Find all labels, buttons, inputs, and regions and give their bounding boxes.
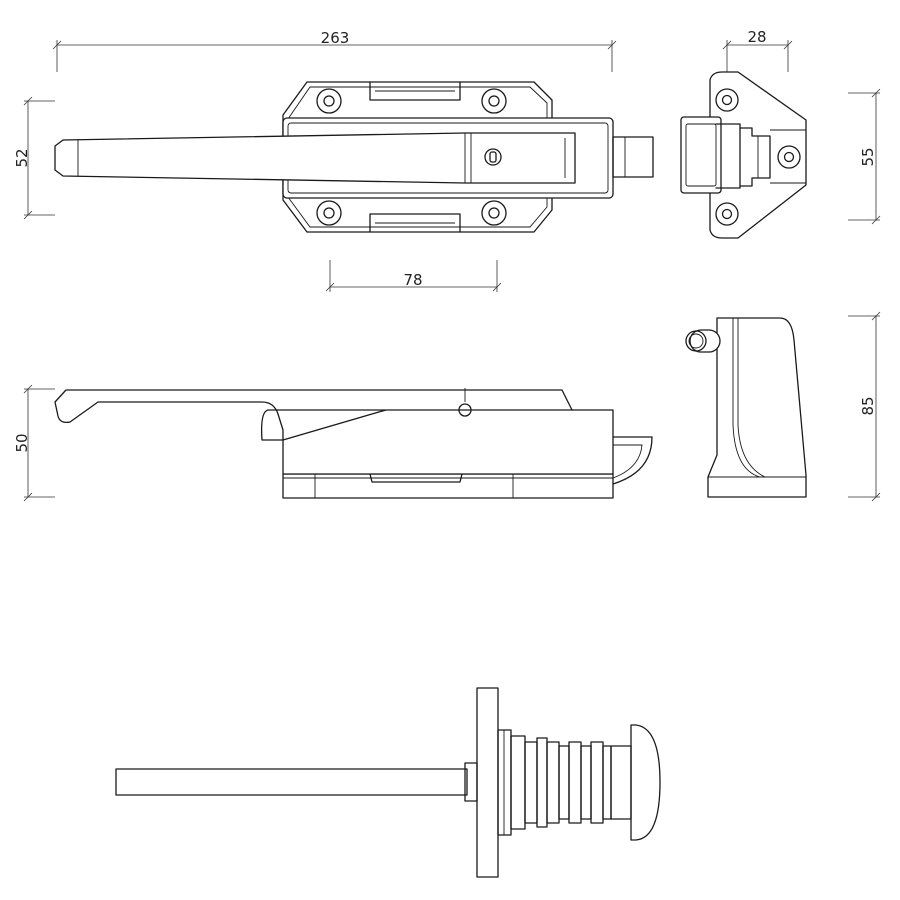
dimension-overall-length: 263 — [52, 29, 617, 72]
dim-label-hole-spacing: 78 — [403, 271, 422, 289]
dimension-handle-height-top: 52 — [13, 96, 55, 220]
dim-label-handle-height-top: 52 — [13, 148, 31, 167]
dimension-strike-width: 28 — [722, 28, 793, 72]
dim-label-strike-height-side: 85 — [859, 396, 877, 415]
strike-side-view — [685, 317, 807, 498]
dimension-strike-height-top: 55 — [848, 88, 881, 225]
dim-label-strike-height-top: 55 — [859, 147, 877, 166]
dim-label-strike-width: 28 — [747, 28, 766, 46]
latch-top-view — [54, 81, 654, 233]
strike-top-view — [680, 71, 807, 239]
dimension-handle-height-side: 50 — [13, 384, 55, 502]
dimension-strike-height-side: 85 — [848, 311, 881, 502]
dim-label-handle-height-side: 50 — [13, 433, 31, 452]
dimension-hole-spacing: 78 — [325, 260, 502, 292]
dim-label-overall-length: 263 — [321, 29, 350, 47]
latch-side-view — [54, 388, 653, 499]
inside-release-view — [115, 687, 661, 878]
